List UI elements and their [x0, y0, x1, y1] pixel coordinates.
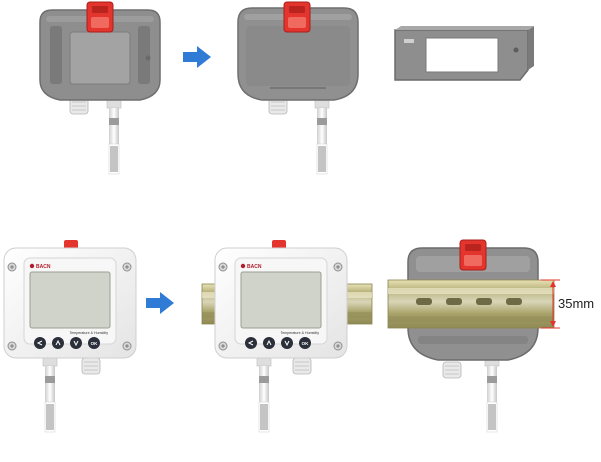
- arrow-right-icon: [146, 292, 174, 314]
- red-din-clip: [283, 1, 311, 33]
- sensor-probe: [42, 355, 58, 433]
- brand-label: BACN: [36, 264, 51, 270]
- red-din-clip: [459, 239, 487, 271]
- screw-icon: [218, 341, 228, 351]
- up-arrow-button-icon[interactable]: [52, 337, 64, 349]
- arrow-right-icon: [183, 46, 211, 68]
- rail-height-label: 35mm: [558, 296, 594, 311]
- transmitter-front-view: BACN Temperature & Humidity OK: [3, 240, 137, 433]
- bracket-with-clip-step-1: [39, 1, 161, 175]
- ok-button-icon[interactable]: [88, 337, 100, 349]
- sensor-probe: [484, 355, 500, 433]
- screw-icon: [122, 341, 132, 351]
- down-arrow-button-icon[interactable]: [281, 337, 293, 349]
- lcd-screen: [240, 271, 322, 329]
- bracket-with-clip-step-2: [237, 1, 359, 175]
- sensor-probe: [106, 97, 122, 175]
- down-arrow-button-icon[interactable]: [70, 337, 82, 349]
- screw-icon: [333, 341, 343, 351]
- device-caption: Temperature & Humidity: [69, 331, 108, 335]
- red-din-clip: [86, 1, 114, 33]
- din-mounting-plate: [394, 26, 534, 81]
- din-rail: [387, 279, 555, 329]
- screw-icon: [333, 262, 343, 272]
- transmitter-on-din-rail-front: BACN Temperature & Humidity OK: [201, 240, 373, 433]
- cable-gland: [292, 357, 312, 375]
- ok-button-icon[interactable]: [299, 337, 311, 349]
- cable-gland: [81, 357, 101, 375]
- screw-icon: [7, 341, 17, 351]
- screw-icon: [218, 262, 228, 272]
- ok-button-label: OK: [91, 341, 99, 346]
- cable-gland: [442, 361, 462, 379]
- left-arrow-button-icon[interactable]: [245, 337, 257, 349]
- rail-dimension-marker: 35mm: [541, 279, 594, 329]
- lcd-screen: [29, 271, 111, 329]
- keypad: OK: [34, 337, 100, 349]
- keypad: OK: [245, 337, 311, 349]
- brand-label: BACN: [247, 264, 262, 270]
- sensor-probe: [256, 355, 272, 433]
- screw-icon: [122, 262, 132, 272]
- up-arrow-button-icon[interactable]: [263, 337, 275, 349]
- left-arrow-button-icon[interactable]: [34, 337, 46, 349]
- screw-icon: [7, 262, 17, 272]
- transmitter-on-din-rail-back: 35mm: [387, 239, 594, 433]
- ok-button-label: OK: [302, 341, 310, 346]
- sensor-probe: [314, 97, 330, 175]
- device-caption: Temperature & Humidity: [280, 331, 319, 335]
